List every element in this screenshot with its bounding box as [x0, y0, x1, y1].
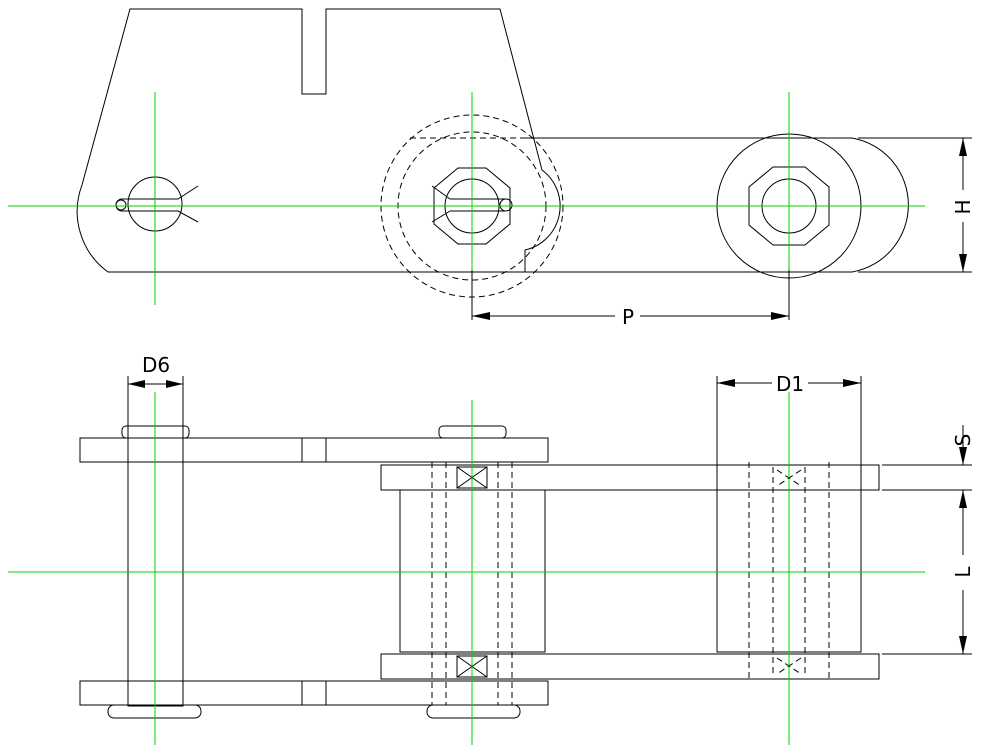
upper-inner-plate — [380, 464, 880, 491]
d1-dimension-label: D1 — [776, 372, 804, 396]
attachment-plate-outline — [76, 8, 561, 273]
d1-dimension: D1 — [716, 372, 862, 490]
link-plate-outline — [525, 137, 909, 273]
middle-cotter-pin — [431, 185, 505, 223]
plan-view: D6 D1 S L — [8, 353, 975, 745]
lower-left-outer-plate — [79, 680, 303, 706]
h-dimension-label: H — [951, 199, 975, 214]
middle-pin-head-bottom — [426, 704, 521, 719]
l-dimension-label: L — [951, 566, 975, 578]
p-dimension-label: P — [622, 305, 634, 329]
lower-left-outer-plate-gap — [301, 680, 327, 706]
h-dimension: H — [858, 137, 975, 273]
l-dimension: L — [882, 508, 975, 655]
lower-inner-plate — [380, 653, 880, 680]
d6-dimension: D6 — [127, 353, 184, 462]
right-bushing-flats — [748, 166, 830, 246]
d6-dimension-label: D6 — [142, 353, 170, 377]
lower-mid-outer-plate — [325, 680, 549, 706]
s-dimension-label: S — [951, 434, 975, 447]
p-dimension: P — [471, 270, 790, 329]
middle-bushing-flats — [433, 167, 511, 245]
upper-mid-outer-plate — [325, 437, 549, 463]
middle-cotter-eye — [499, 198, 513, 212]
upper-left-outer-plate-gap — [301, 437, 327, 463]
s-dimension: S — [882, 425, 975, 508]
left-cotter-eye — [115, 199, 127, 211]
side-view: H P — [8, 8, 975, 329]
upper-left-outer-plate — [79, 437, 303, 463]
